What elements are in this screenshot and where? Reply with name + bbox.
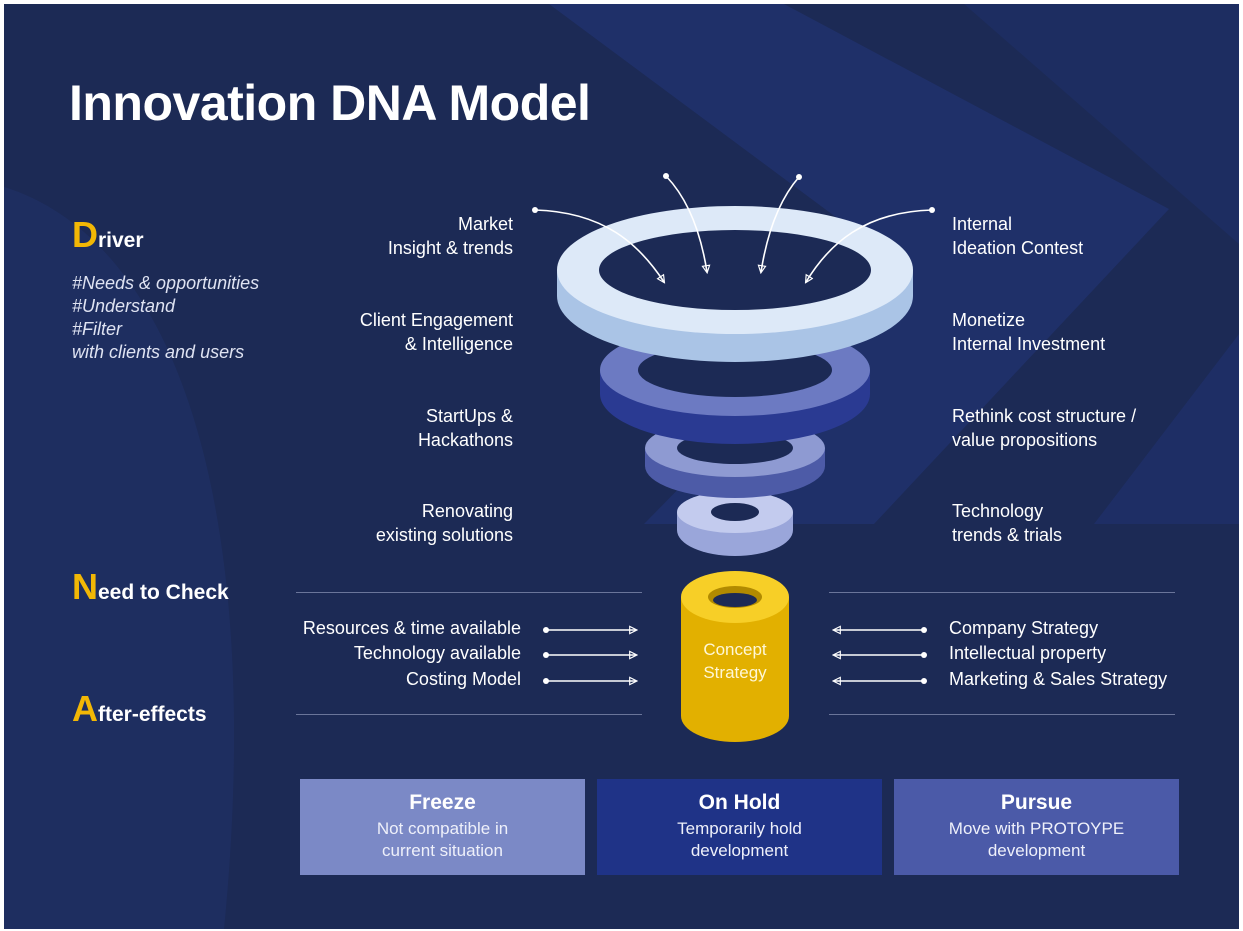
- check-item-left: Technology available: [353, 643, 521, 663]
- outcome-desc: Move with PROTOYPE development: [894, 818, 1179, 862]
- driver-initial: D: [72, 214, 98, 255]
- funnel-graphic: [532, 173, 935, 742]
- label-line: Insight & trends: [387, 237, 513, 258]
- label-line: & Intelligence: [404, 333, 513, 354]
- driver-tag: #Understand: [72, 296, 176, 316]
- input-arrows: [532, 173, 935, 282]
- driver-label-left: Renovating existing solutions: [376, 500, 513, 547]
- outcome-desc: Temporarily hold development: [597, 818, 882, 862]
- need-rest: eed to Check: [98, 581, 229, 604]
- divider: [829, 714, 1175, 715]
- driver-tag: #Filter: [72, 319, 123, 339]
- desc-line: development: [987, 841, 1086, 860]
- check-arrows-right: [834, 627, 927, 684]
- driver-label-right: Technology trends & trials: [952, 500, 1062, 547]
- check-arrows-left: [543, 627, 636, 684]
- label-line: Monetize: [952, 310, 1026, 330]
- need-to-check-heading: Need to Check: [72, 566, 229, 608]
- driver-label-right: Internal Ideation Contest: [952, 213, 1083, 260]
- divider: [296, 592, 642, 593]
- driver-tags: #Needs & opportunities #Understand #Filt…: [72, 272, 259, 364]
- infographic-canvas: Innovation DNA Model Driver #Needs & opp…: [4, 4, 1239, 929]
- outcome-pursue: Pursue Move with PROTOYPE development: [894, 779, 1179, 875]
- check-item-right: Marketing & Sales Strategy: [949, 669, 1168, 689]
- concept-cylinder: [681, 571, 789, 742]
- concept-line: Strategy: [703, 663, 767, 682]
- label-line: Hackathons: [417, 429, 513, 450]
- driver-label-right: Monetize Internal Investment: [952, 309, 1105, 356]
- need-initial: N: [72, 566, 98, 607]
- outcome-title: On Hold: [698, 791, 781, 814]
- label-line: Renovating: [421, 501, 513, 521]
- outcome-freeze: Freeze Not compatible in current situati…: [300, 779, 585, 875]
- check-item-right: Intellectual property: [949, 643, 1107, 663]
- driver-label-right: Rethink cost structure / value propositi…: [952, 405, 1136, 452]
- page-title: Innovation DNA Model: [69, 75, 591, 131]
- divider: [829, 592, 1175, 593]
- outcome-on-hold: On Hold Temporarily hold development: [597, 779, 882, 875]
- label-line: existing solutions: [375, 524, 513, 545]
- label-line: trends & trials: [952, 524, 1063, 545]
- funnel-ring-4: [677, 491, 793, 556]
- desc-line: Move with PROTOYPE: [948, 819, 1125, 838]
- check-item-left: Costing Model: [405, 669, 521, 689]
- check-item-left: Resources & time available: [302, 618, 521, 638]
- desc-line: Not compatible in: [376, 819, 509, 838]
- driver-tag: with clients and users: [72, 342, 245, 362]
- after-rest: fter-effects: [98, 703, 207, 726]
- label-line: Client Engagement: [359, 310, 513, 330]
- background-shapes: [4, 4, 1239, 929]
- driver-label-left: StartUps & Hackathons: [418, 405, 513, 452]
- label-line: Internal Investment: [952, 333, 1106, 354]
- label-line: Internal: [952, 214, 1013, 234]
- concept-label: Concept Strategy: [680, 638, 790, 684]
- driver-tag: #Needs & opportunities: [72, 273, 260, 293]
- driver-label-left: Market Insight & trends: [388, 213, 513, 260]
- label-line: value propositions: [952, 429, 1098, 450]
- outcome-title: Freeze: [409, 791, 476, 814]
- funnel-ring-1: [557, 206, 913, 362]
- check-item-right: Company Strategy: [949, 618, 1099, 638]
- desc-line: Temporarily hold: [677, 819, 802, 838]
- desc-line: development: [690, 841, 789, 860]
- driver-label-left: Client Engagement & Intelligence: [360, 309, 513, 356]
- label-line: StartUps &: [425, 406, 513, 426]
- divider: [296, 714, 642, 715]
- label-line: Ideation Contest: [952, 237, 1084, 258]
- label-line: Technology: [952, 501, 1044, 521]
- after-initial: A: [72, 688, 98, 729]
- driver-rest: river: [98, 229, 144, 252]
- concept-line: Concept: [703, 640, 767, 659]
- after-effects-heading: After-effects: [72, 688, 207, 730]
- driver-heading: Driver: [72, 214, 144, 256]
- label-line: Rethink cost structure /: [952, 406, 1137, 426]
- outcome-desc: Not compatible in current situation: [300, 818, 585, 862]
- desc-line: current situation: [382, 841, 503, 860]
- outcome-title: Pursue: [1000, 791, 1073, 814]
- label-line: Market: [457, 214, 513, 234]
